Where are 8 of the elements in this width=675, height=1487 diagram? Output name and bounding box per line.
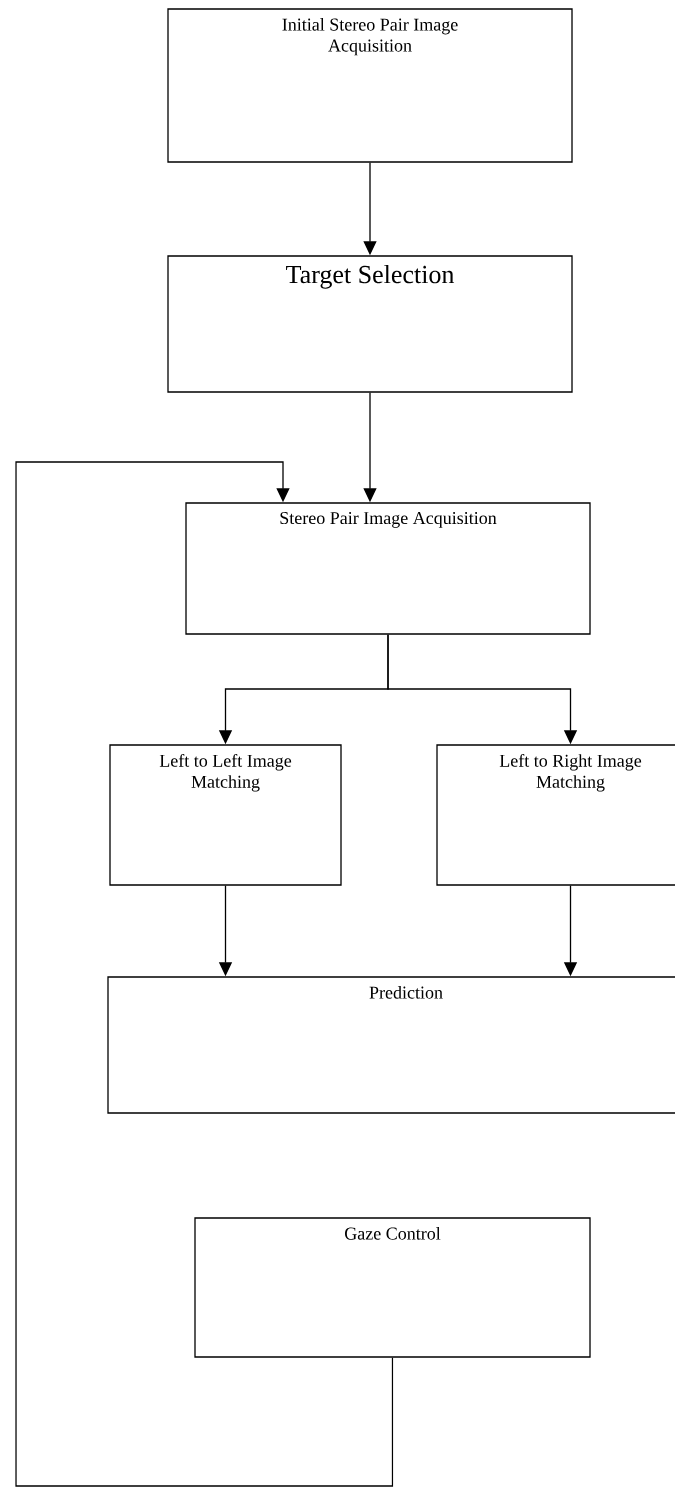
process-box: Stereo Pair Image Acquisition [185, 502, 591, 635]
process-box: Left to Right Image Matching [436, 744, 675, 886]
process-box: Prediction [107, 976, 675, 1114]
process-box: Initial Stereo Pair Image Acquisition [167, 8, 573, 163]
process-box: Target Selection [167, 255, 573, 393]
arrow [15, 461, 394, 1487]
process-box: Left to Left Image Matching [109, 744, 342, 886]
process-box: Gaze Control [194, 1217, 591, 1358]
